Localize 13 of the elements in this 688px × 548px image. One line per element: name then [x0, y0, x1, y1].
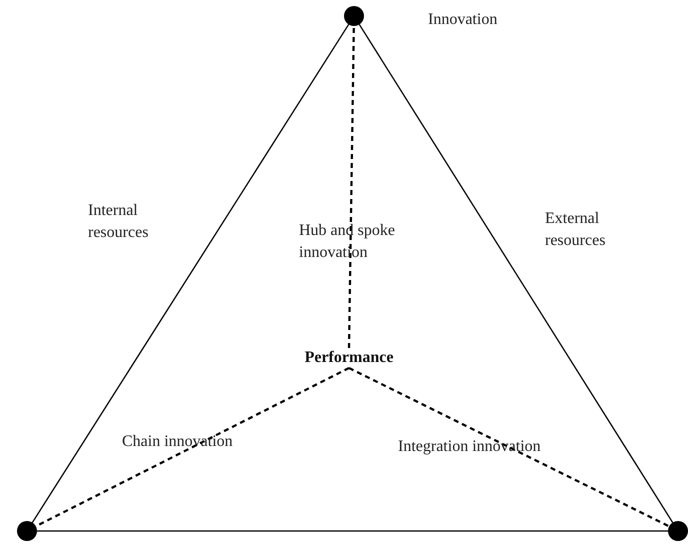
connector-line: [37, 530, 668, 532]
vertex-dot: [17, 521, 37, 541]
center-label: Performance: [289, 348, 409, 368]
region-label: Internal resources: [88, 201, 150, 243]
connector-line: [32, 24, 350, 523]
region-label: Innovation: [428, 10, 498, 30]
connector-line: [358, 24, 674, 523]
dashed-line: [348, 26, 355, 348]
dashed-line: [348, 367, 670, 528]
region-label: Hub and spoke innovation: [299, 221, 396, 263]
region-label: External resources: [545, 209, 606, 251]
vertex-dot: [344, 6, 364, 26]
vertex-dot: [668, 521, 688, 541]
